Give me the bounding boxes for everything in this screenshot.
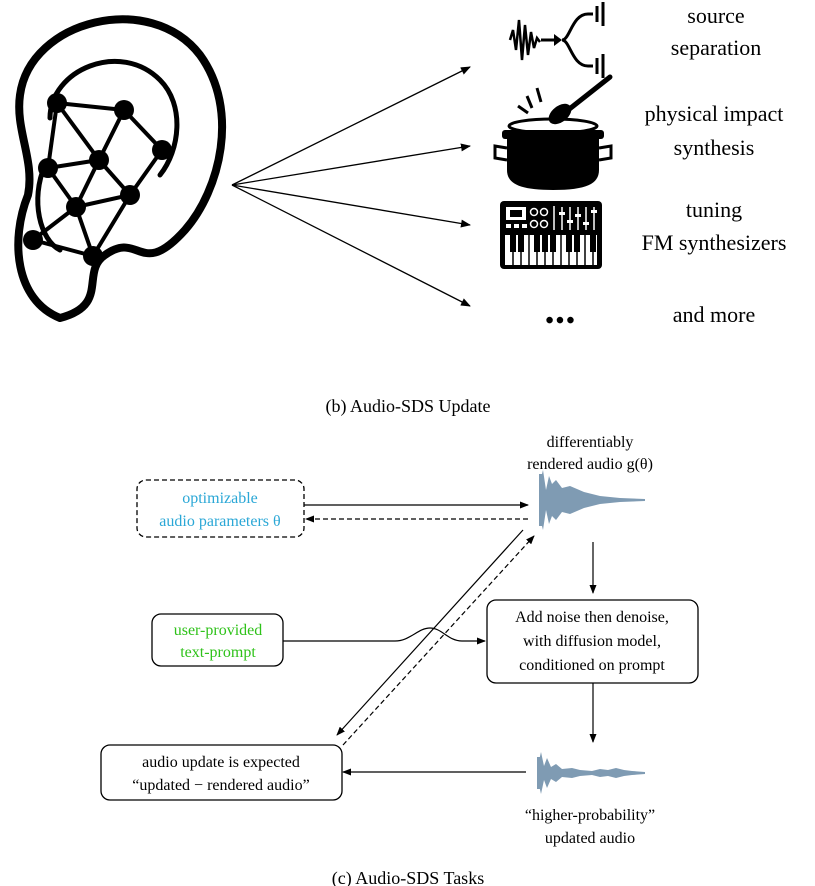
task-label-1-line-1: synthesis bbox=[674, 135, 755, 160]
updated-audio-label-line-1: updated audio bbox=[545, 830, 635, 847]
task-label-2-line-1: FM synthesizers bbox=[642, 230, 787, 255]
updated-audio-label-line-0: “higher-probability” bbox=[525, 807, 655, 824]
arrow-to-impact-synthesis bbox=[231, 143, 471, 186]
update-box-line-1: “updated − rendered audio” bbox=[132, 777, 309, 794]
rendered-audio-label-line-1: rendered audio g(θ) bbox=[527, 456, 653, 473]
source-separation-icon bbox=[508, 2, 605, 78]
ear-neural-network-icon bbox=[14, 15, 227, 322]
task-label-2-line-0: tuning bbox=[686, 197, 742, 222]
arrow-to-more bbox=[231, 184, 471, 307]
arrow-prompt-to-diffusion bbox=[283, 627, 486, 645]
task-label-0-line-0: source bbox=[687, 3, 744, 28]
caption-c: (c) Audio-SDS Tasks bbox=[332, 868, 484, 886]
updated-audio-waveform bbox=[537, 752, 645, 794]
arrow-render-to-update bbox=[336, 529, 524, 736]
task-label-3-line-0: and more bbox=[673, 302, 755, 327]
prompt-box-line-0: user-provided bbox=[174, 622, 263, 639]
arrow-to-source-separation bbox=[231, 66, 471, 186]
diffusion-box-line-1: with diffusion model, bbox=[523, 633, 661, 650]
rendered-audio-label-line-0: differentiably bbox=[547, 434, 634, 451]
fan-out-arrows bbox=[231, 66, 471, 307]
prompt-box bbox=[151, 613, 284, 667]
task-label-0-line-1: separation bbox=[671, 35, 761, 60]
params-box-line-1: audio parameters θ bbox=[159, 513, 280, 530]
ellipsis-icon: ••• bbox=[545, 308, 576, 334]
arrow-update-to-render bbox=[342, 535, 535, 746]
rendered-audio-waveform bbox=[539, 470, 645, 530]
task-label-1-line-0: physical impact bbox=[645, 101, 784, 126]
arrow-to-fm-synth bbox=[231, 184, 471, 228]
update-box bbox=[100, 744, 343, 801]
caption-b: (b) Audio-SDS Update bbox=[326, 396, 491, 417]
synthesizer-keyboard-icon bbox=[500, 201, 602, 269]
prompt-box-line-1: text-prompt bbox=[180, 644, 256, 661]
params-box bbox=[136, 479, 305, 538]
params-box-line-0: optimizable bbox=[182, 490, 258, 507]
pot-and-spoon-icon bbox=[493, 74, 613, 190]
update-box-line-0: audio update is expected bbox=[142, 754, 300, 771]
diffusion-box-line-2: conditioned on prompt bbox=[519, 657, 665, 674]
diffusion-box-line-0: Add noise then denoise, bbox=[515, 609, 669, 626]
